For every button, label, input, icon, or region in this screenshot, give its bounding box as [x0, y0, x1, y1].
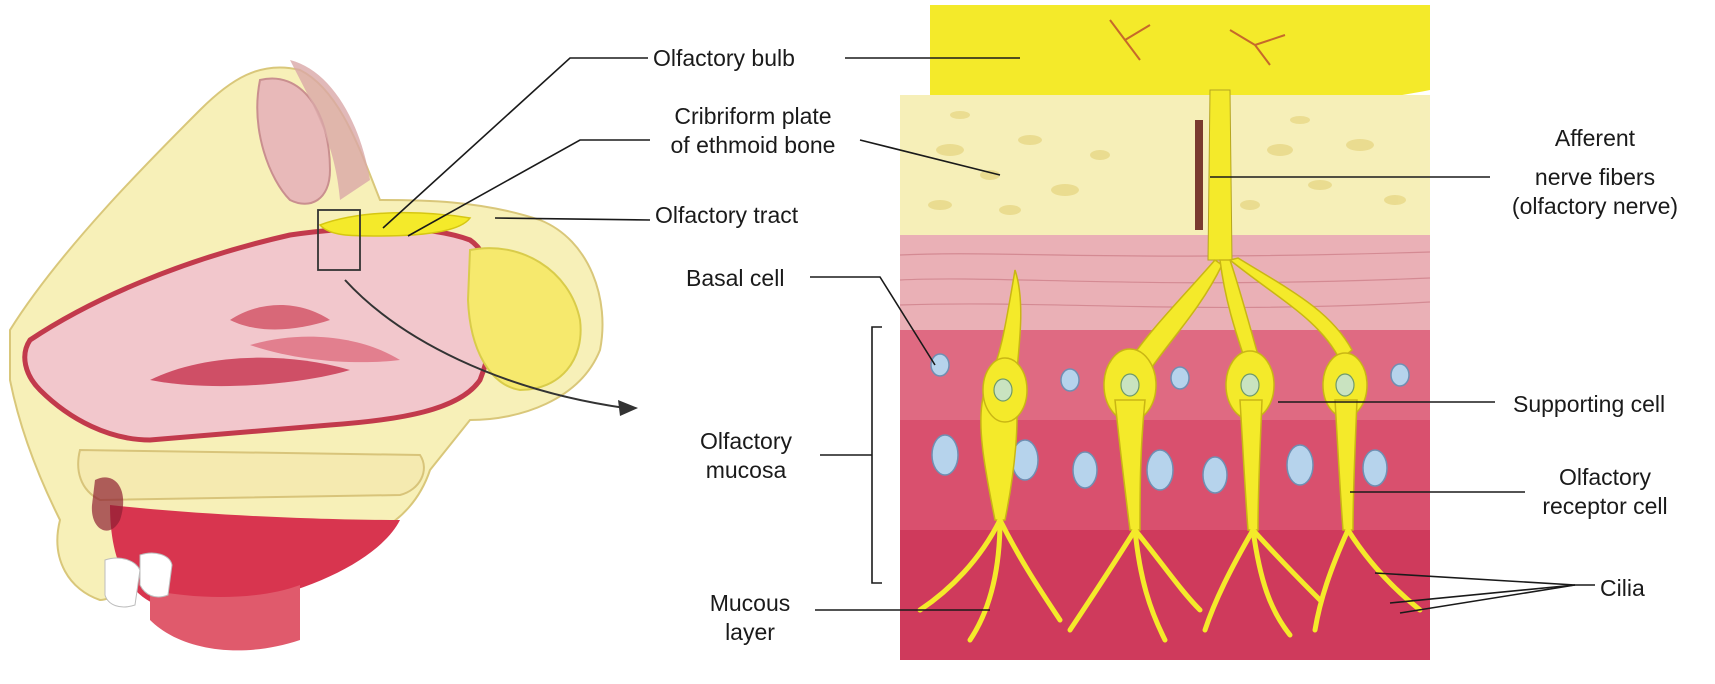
leader-mucosa-bracket: [872, 327, 882, 583]
tooth: [105, 558, 140, 607]
magnify-arrow-head: [618, 400, 638, 416]
label-cribriform-line2: of ethmoid bone: [648, 131, 858, 159]
label-mucous-line2: layer: [690, 618, 810, 646]
label-mucosa-line2: mucosa: [676, 456, 816, 484]
tooth: [140, 553, 172, 597]
label-receptor-line1: Olfactory: [1525, 463, 1685, 491]
label-receptor-line2: receptor cell: [1525, 492, 1685, 520]
label-basal-cell: Basal cell: [686, 264, 784, 292]
label-afferent-line1: Afferent: [1485, 124, 1705, 152]
hard-palate: [78, 450, 424, 500]
afferent-nerve-bundle: [1208, 90, 1232, 260]
label-olfactory-tract: Olfactory tract: [655, 201, 798, 229]
epithelium-illustration: [900, 5, 1430, 660]
nasal-cavity-illustration: [10, 60, 638, 650]
cribriform-bone-band: [900, 95, 1430, 235]
nostril: [92, 477, 123, 530]
label-olfactory-bulb: Olfactory bulb: [653, 44, 795, 72]
label-afferent-line2: nerve fibers: [1485, 163, 1705, 191]
label-supporting-cell: Supporting cell: [1513, 390, 1665, 418]
label-afferent-line3: (olfactory nerve): [1485, 192, 1705, 220]
label-cribriform-line1: Cribriform plate: [648, 102, 858, 130]
label-cilia: Cilia: [1600, 574, 1645, 602]
label-mucosa-line1: Olfactory: [676, 427, 816, 455]
label-mucous-line1: Mucous: [690, 589, 810, 617]
bone-channel: [1195, 120, 1203, 230]
